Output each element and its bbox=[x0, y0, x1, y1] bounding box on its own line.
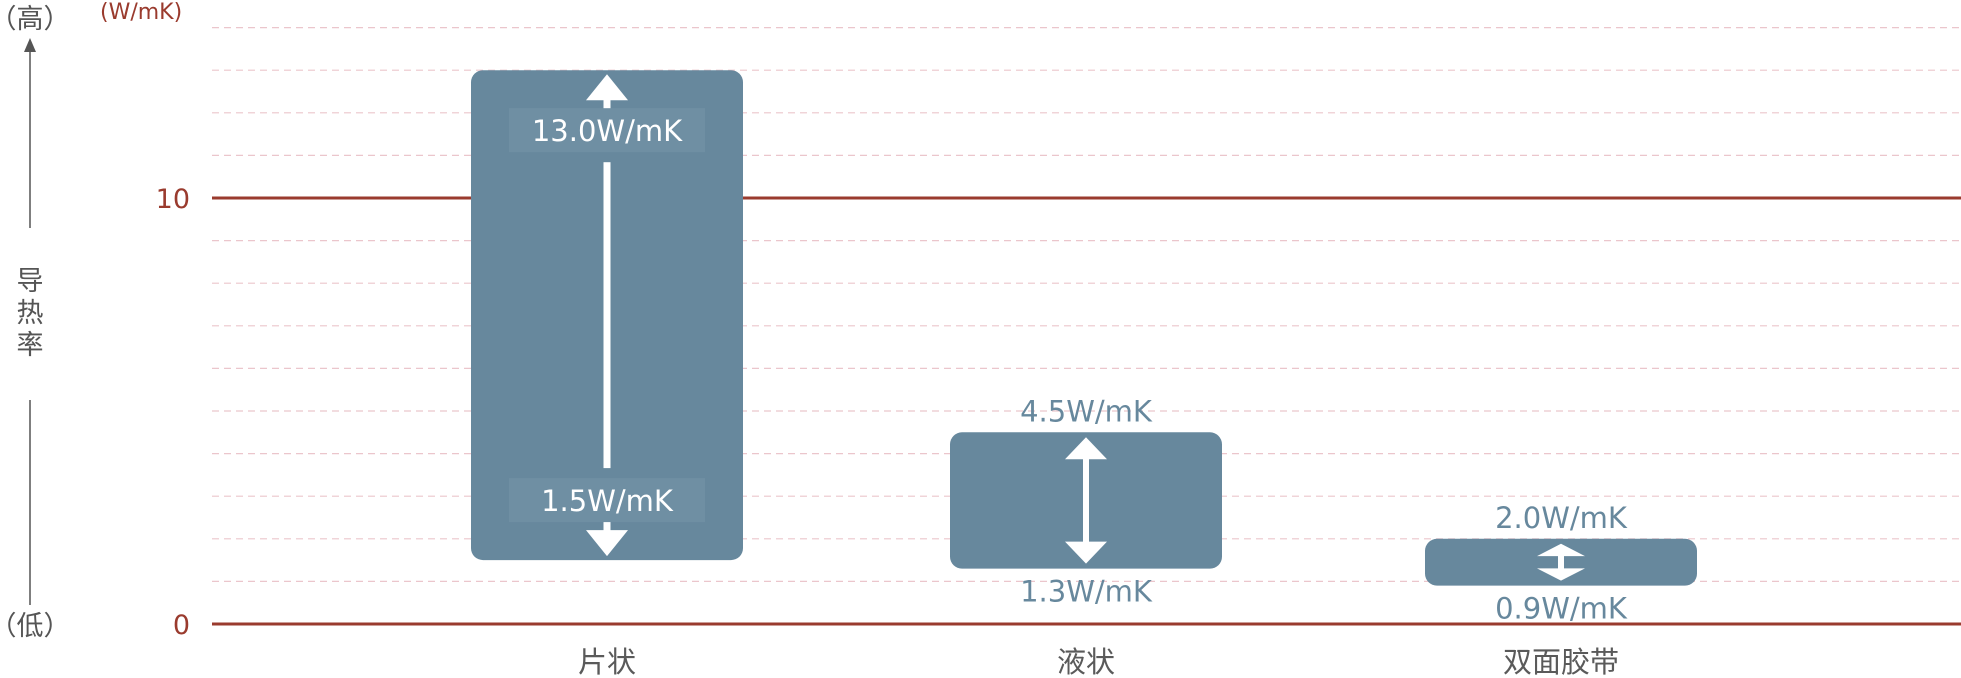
y-axis-up-arrow-icon bbox=[24, 38, 36, 52]
low-value-label: 1.5W/mK bbox=[541, 484, 674, 518]
low-value-label: 1.3W/mK bbox=[1020, 575, 1153, 609]
arrow-up-icon bbox=[586, 74, 628, 101]
bar-layer: 13.0W/mK 1.5W/mK 4.5W/mK 1.3W/mK 2.0W/mK 0.9W… bbox=[471, 70, 1697, 626]
unit-label: (W/mK) bbox=[100, 0, 182, 25]
high-value-label: 4.5W/mK bbox=[1020, 394, 1153, 428]
category-label: 液状 bbox=[1057, 645, 1115, 678]
category-label: 双面胶带 bbox=[1503, 645, 1619, 678]
range-bar-group: 4.5W/mK 1.3W/mK bbox=[950, 394, 1222, 609]
y-axis-low-label: （低） bbox=[0, 611, 71, 642]
y-tick-label: 0 bbox=[173, 610, 190, 641]
category-label: 片状 bbox=[578, 645, 636, 678]
y-axis-title-char: 导 bbox=[17, 266, 44, 297]
value-label-box bbox=[509, 478, 705, 523]
arrow-shaft bbox=[603, 522, 611, 533]
high-value-label: 13.0W/mK bbox=[532, 114, 683, 148]
category-layer: 片状 液状 双面胶带 bbox=[578, 645, 1619, 678]
low-value-label: 0.9W/mK bbox=[1495, 592, 1628, 626]
y-axis-title-char: 热 bbox=[17, 298, 44, 329]
arrow-down-icon bbox=[586, 530, 628, 557]
high-value-label: 2.0W/mK bbox=[1495, 501, 1628, 535]
arrow-down-icon bbox=[1065, 541, 1107, 564]
arrow-shaft bbox=[1083, 458, 1089, 543]
y-axis-title: 导热率 bbox=[17, 266, 44, 361]
arrow-shaft bbox=[1558, 555, 1564, 570]
y-axis-title-char: 率 bbox=[17, 330, 44, 361]
arrow-down-icon bbox=[1537, 568, 1585, 581]
arrow-shaft bbox=[603, 98, 611, 109]
arrow-up-icon bbox=[1065, 437, 1107, 460]
y-axis-side-label: （高） （低） 导热率 bbox=[0, 4, 71, 642]
y-tick-label: 10 bbox=[156, 184, 190, 215]
value-label-box bbox=[509, 108, 705, 153]
range-bar-group: 2.0W/mK 0.9W/mK bbox=[1425, 501, 1697, 626]
y-axis-high-label: （高） bbox=[0, 4, 71, 35]
arrow-up-icon bbox=[1537, 543, 1585, 557]
arrow-shaft bbox=[603, 162, 611, 469]
range-bar-group: 13.0W/mK 1.5W/mK bbox=[471, 70, 743, 561]
